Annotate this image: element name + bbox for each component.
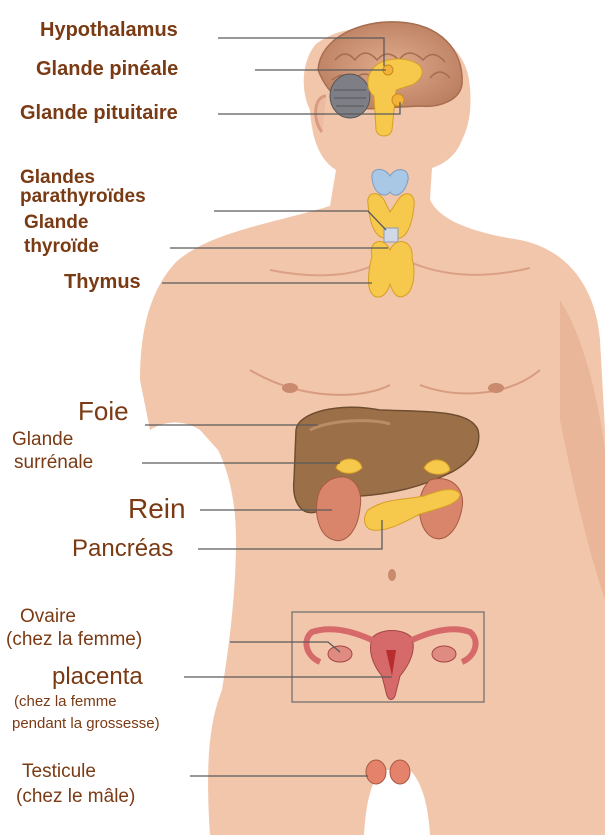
label-pancreas: Pancréas [72, 536, 173, 561]
ovary [432, 646, 456, 662]
label-ovary-line2: (chez la femme) [6, 630, 142, 650]
label-ovary-line1: Ovaire [20, 607, 76, 627]
ovary [328, 646, 352, 662]
label-adrenal-line1: Glande [12, 430, 73, 450]
label-pituitary-gland: Glande pituitaire [20, 103, 178, 124]
nipple [282, 383, 298, 393]
label-parathyroid-line1: Glandes [20, 168, 95, 188]
label-pineal-gland: Glande pinéale [36, 59, 178, 80]
trachea [384, 228, 398, 242]
label-thyroid-line1: Glande [24, 213, 88, 233]
label-thymus: Thymus [64, 272, 141, 293]
cerebellum [330, 74, 370, 118]
label-placenta-note-line1: (chez la femme [14, 694, 117, 710]
label-testicle-line1: Testicule [22, 762, 96, 782]
testicle [390, 760, 410, 784]
label-placenta: placenta [52, 664, 143, 689]
label-liver: Foie [78, 398, 129, 425]
label-testicle-line2: (chez le mâle) [16, 787, 135, 807]
label-adrenal-line2: surrénale [14, 453, 93, 473]
label-parathyroid-line2: parathyroïdes [20, 187, 146, 207]
label-thyroid-line2: thyroïde [24, 237, 99, 257]
label-hypothalamus: Hypothalamus [40, 20, 178, 41]
testicle [366, 760, 386, 784]
label-placenta-note-line2: pendant la grossesse) [12, 716, 160, 732]
navel [388, 569, 396, 581]
nipple [488, 383, 504, 393]
label-kidney: Rein [128, 494, 186, 523]
pituitary-gland [392, 94, 404, 106]
